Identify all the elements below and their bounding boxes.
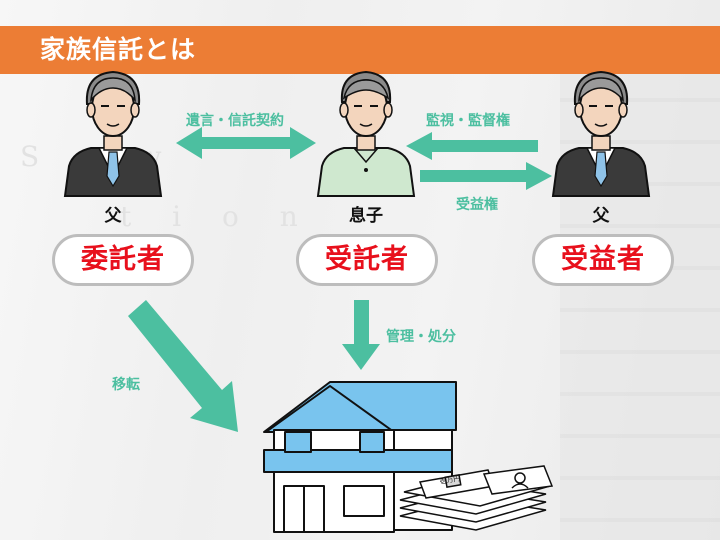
- title-bar: [0, 26, 720, 74]
- money-text: 壱万円: [439, 473, 461, 486]
- edge-label-supervision: 監視・監督権: [426, 113, 510, 129]
- background-watermark: t i o n: [120, 200, 314, 233]
- edge-label-beneficial-right: 受益権: [456, 197, 498, 213]
- edge-label-will-contract: 遺言・信託契約: [186, 113, 284, 129]
- role-badge-beneficiary: 受益者: [532, 234, 674, 286]
- cash-bundles-icon: 壱万円: [399, 465, 554, 531]
- arrow-left: [406, 132, 538, 160]
- son-icon: [317, 71, 415, 197]
- edge-label-transfer: 移転: [112, 377, 140, 393]
- arrow-right: [420, 162, 552, 190]
- arrow-down: [342, 300, 380, 370]
- page-title: 家族信託とは: [40, 35, 197, 64]
- house-icon: [263, 381, 457, 533]
- edge-label-management: 管理・処分: [386, 329, 456, 345]
- father-left-icon: [64, 71, 162, 197]
- person-name-son: 息子: [349, 206, 383, 226]
- arrow-diagonal: [128, 300, 238, 432]
- background-building: [560, 60, 720, 540]
- bidirectional-arrow: [176, 127, 316, 159]
- father-right-icon: [552, 71, 650, 197]
- role-badge-trustor: 委託者: [52, 234, 194, 286]
- arrows: [128, 127, 552, 432]
- role-badge-trustee: 受託者: [296, 234, 438, 286]
- person-name-father-right: 父: [592, 206, 610, 226]
- person-name-father-left: 父: [104, 206, 122, 226]
